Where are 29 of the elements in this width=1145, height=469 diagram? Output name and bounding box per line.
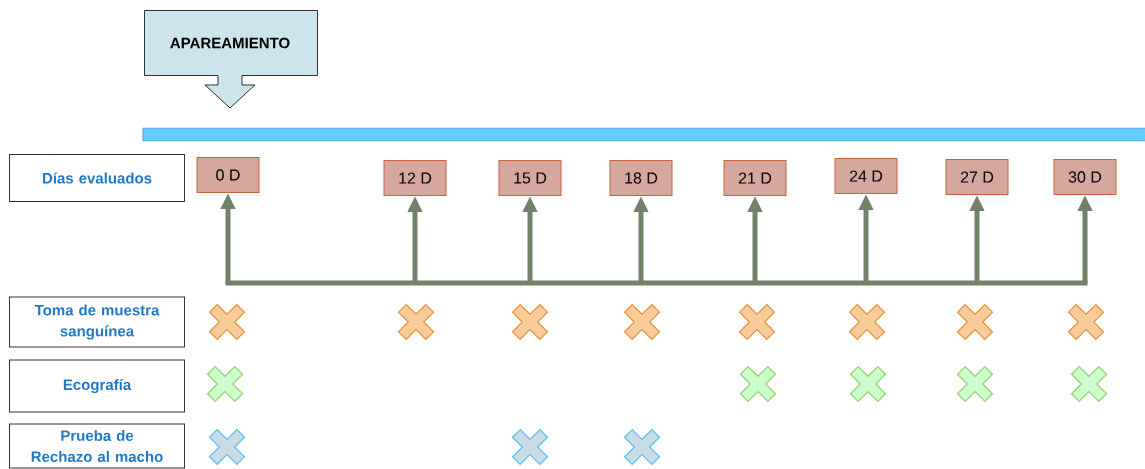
day-box: 21 D xyxy=(723,160,787,196)
cross-mark xyxy=(397,303,435,341)
day-box: 27 D xyxy=(945,159,1009,195)
day-box: 18 D xyxy=(609,160,673,196)
day-box: 24 D xyxy=(834,158,898,194)
row-label-box: Toma de muestra sanguínea xyxy=(9,296,185,348)
cross-mark xyxy=(849,365,887,403)
cross-mark xyxy=(511,428,549,466)
day-box: 0 D xyxy=(196,157,260,193)
row-label-box: Prueba de Rechazo al macho xyxy=(9,423,185,469)
cross-mark xyxy=(1070,365,1108,403)
cross-mark xyxy=(1067,303,1105,341)
day-box: 15 D xyxy=(498,160,562,196)
cross-mark xyxy=(208,303,246,341)
arrow-callout: APAREAMIENTO xyxy=(144,10,318,109)
row-label-box: Días evaluados xyxy=(9,154,185,202)
cross-mark xyxy=(511,303,549,341)
cross-mark xyxy=(738,303,776,341)
day-box: 30 D xyxy=(1053,159,1117,195)
cross-mark xyxy=(623,428,661,466)
row-label-box: Ecografía xyxy=(9,359,185,413)
cross-mark xyxy=(206,365,244,403)
cross-mark xyxy=(956,365,994,403)
cross-mark xyxy=(956,303,994,341)
day-box: 12 D xyxy=(383,160,447,196)
cross-mark xyxy=(208,428,246,466)
cross-mark xyxy=(623,303,661,341)
cross-mark xyxy=(848,303,886,341)
cross-mark xyxy=(739,365,777,403)
